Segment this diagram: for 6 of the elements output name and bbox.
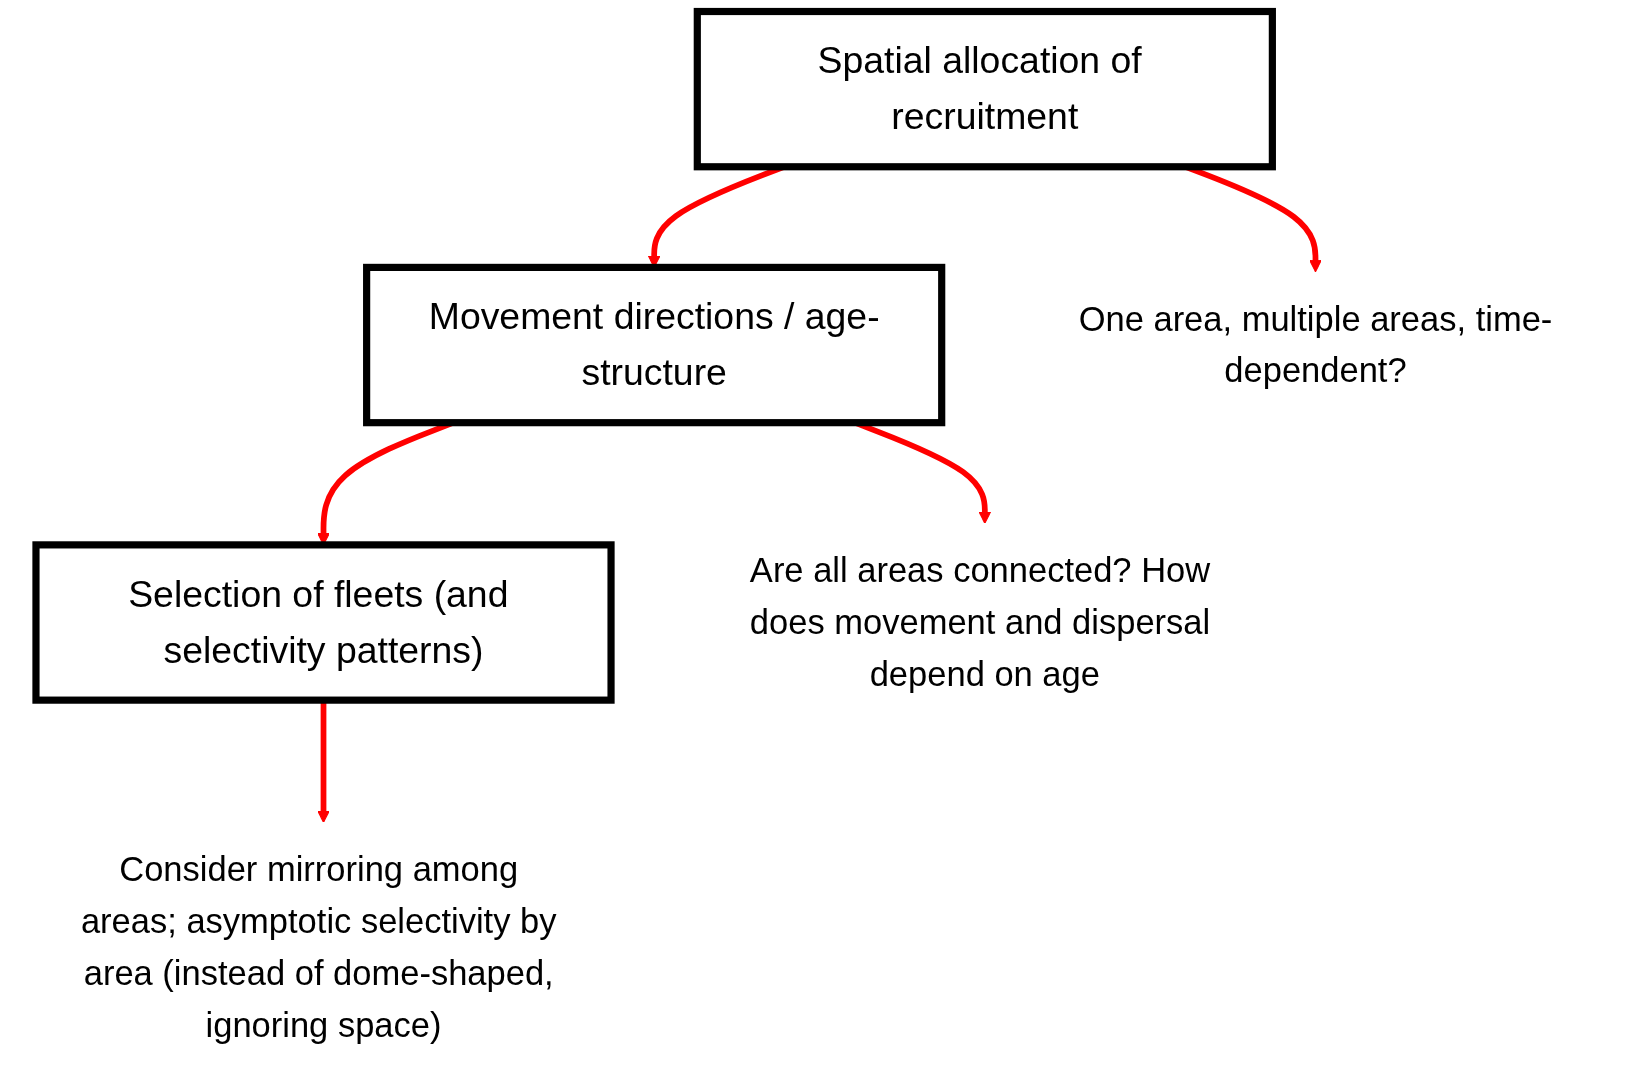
node-text: Are all areas connected? How does movement and dispersal depend on age [749,550,1211,693]
node-box: Selection of fleets (and selectivity patterns) [32,541,615,704]
node-text: Consider mirroring among areas; asymptotic selectivity by area (instead of dome-shaped, ignoring space) [80,849,557,1044]
node-text: One area, multiple areas, time-dependent? [1078,299,1553,390]
node-box: Movement directions / age-structure [363,263,946,427]
node-box: Spatial allocation of recruitment [693,7,1276,171]
